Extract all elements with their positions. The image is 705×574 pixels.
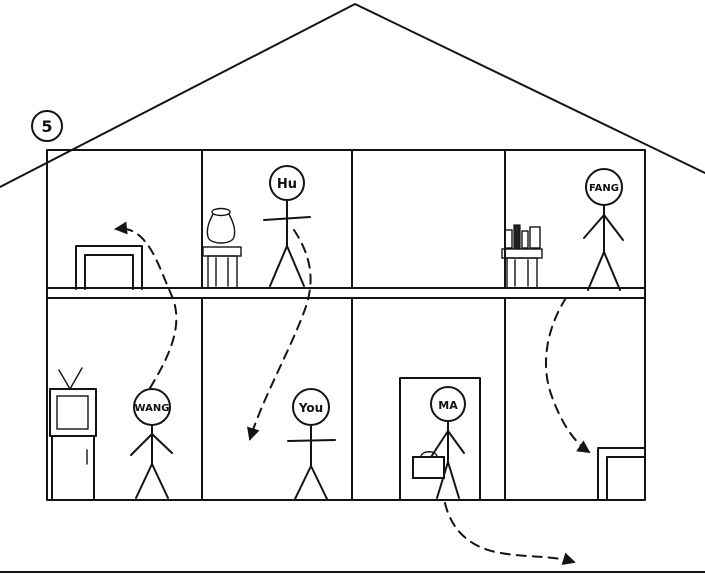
house-outline <box>46 149 646 501</box>
briefcase <box>412 456 445 479</box>
shelf-item-1 <box>504 229 513 249</box>
you-head <box>292 388 330 426</box>
arrow-wang-to-upstairs <box>114 221 178 389</box>
exit-door <box>597 447 646 501</box>
briefcase-handle <box>420 451 438 458</box>
ma-leg-left <box>436 461 449 499</box>
house-structure <box>0 3 705 573</box>
tv-cabinet <box>51 435 95 501</box>
tv-antenna-right <box>69 367 83 390</box>
movement-arrows <box>114 221 591 566</box>
ma-label: MA <box>438 399 458 412</box>
shelf-item-3 <box>521 230 529 249</box>
number-badge: 5 <box>31 110 63 142</box>
wang-head <box>133 388 171 426</box>
fang-arm-right <box>603 214 624 241</box>
ma-head <box>430 386 466 422</box>
shelf-item-4 <box>529 226 541 249</box>
wang-leg-left <box>135 463 153 499</box>
table-upstairs-left <box>75 245 143 290</box>
you-leg-right <box>310 465 328 500</box>
tv-antenna-left <box>58 369 71 390</box>
shelf-with-items <box>501 224 543 289</box>
you-label: You <box>298 401 323 415</box>
you-leg-left <box>294 465 312 500</box>
person-fang: FANG <box>583 168 624 291</box>
hu-label: Hu <box>277 177 297 192</box>
hu-leg-right <box>286 245 305 287</box>
arrow-fang-to-door <box>545 297 591 454</box>
hu-head <box>269 165 305 201</box>
person-wang: WANG <box>130 388 173 499</box>
stand-base <box>207 255 238 289</box>
hu-leg-left <box>269 245 288 287</box>
you-arms <box>287 439 336 442</box>
stand-top <box>202 246 242 257</box>
wang-arm-left <box>130 433 153 456</box>
ma-arm-right <box>447 430 465 454</box>
ma-leg-right <box>447 461 460 499</box>
fang-head <box>585 168 623 206</box>
badge-circle <box>31 110 63 142</box>
vase-rim <box>211 207 231 217</box>
shelf-item-2 <box>513 224 521 249</box>
person-hu: Hu <box>263 165 311 287</box>
wang-arm-right <box>151 433 173 454</box>
wang-label: WANG <box>135 403 170 414</box>
hu-arms <box>263 216 311 221</box>
arrow-ma-to-outside <box>444 502 576 566</box>
interior-doorway <box>399 377 481 501</box>
vase-body <box>206 213 236 244</box>
fang-leg-right <box>603 251 621 291</box>
fang-label: FANG <box>589 183 619 194</box>
roof-line <box>0 3 705 188</box>
vase-on-stand <box>202 207 242 289</box>
arrow-hu-to-downstairs <box>247 229 312 441</box>
person-you: You <box>287 388 336 500</box>
fang-arm-left <box>583 214 605 239</box>
fang-leg-left <box>587 251 605 291</box>
tv-on-cabinet <box>49 367 97 501</box>
shelf-top <box>501 248 543 259</box>
wang-leg-right <box>151 463 169 499</box>
tv-screen <box>56 395 89 430</box>
person-ma: MA <box>412 386 466 499</box>
badge-label: 5 <box>41 117 52 136</box>
shelf-base <box>506 257 538 289</box>
